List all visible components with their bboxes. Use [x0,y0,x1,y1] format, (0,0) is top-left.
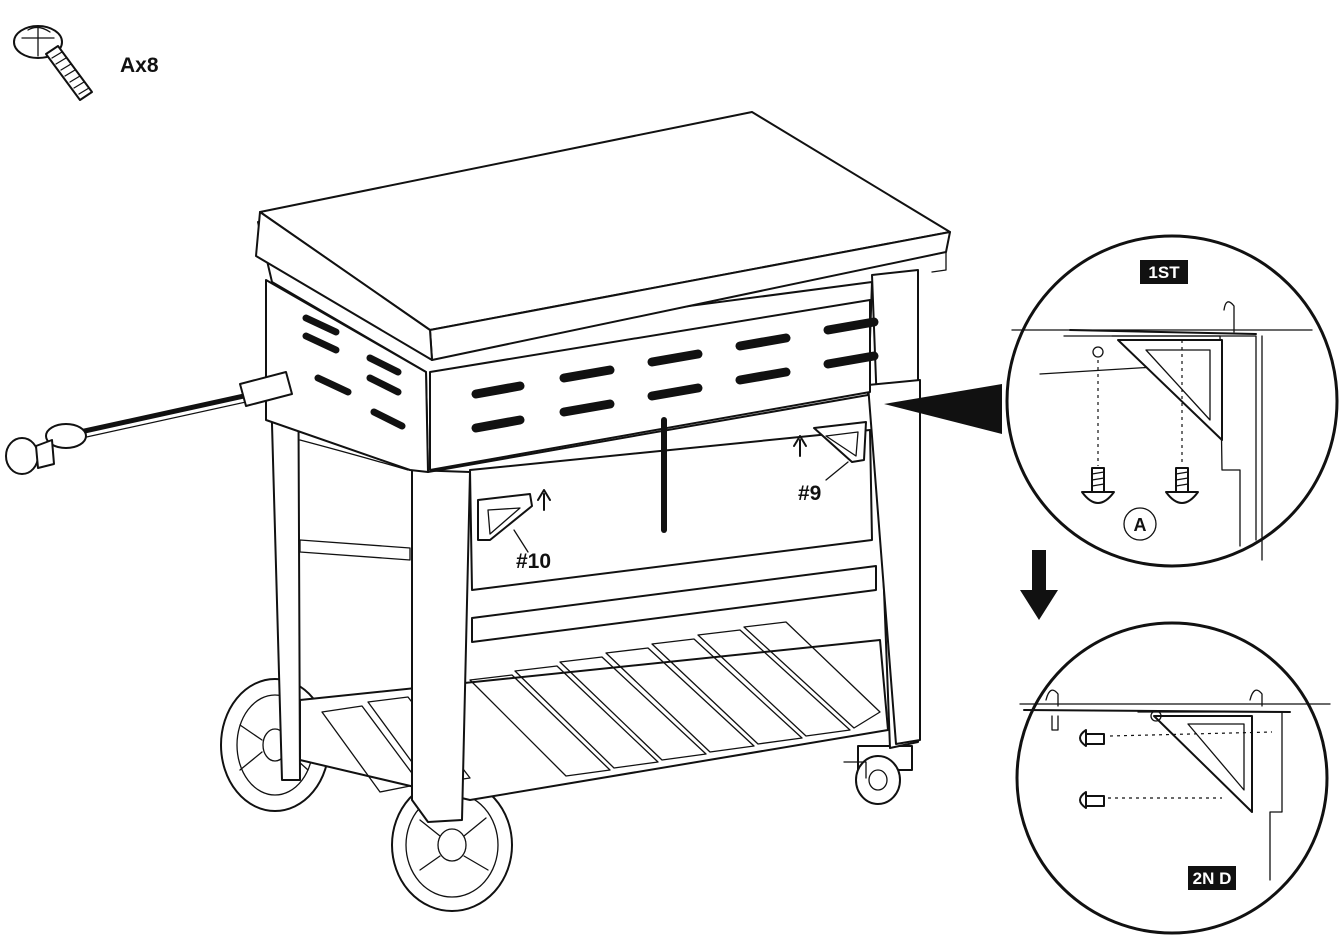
gas-regulator-hose [5,371,293,475]
part-10-label: #10 [516,550,551,573]
bottom-shelf-slats [321,621,881,793]
front-vents [471,317,879,433]
callout-a-circle [1123,507,1157,541]
screw-a-right [1165,467,1199,504]
caster-wheel [843,745,913,805]
bracket-9 [793,421,867,463]
front-right-leg [867,379,921,745]
step-badge-2nd [1188,866,1236,890]
svg-text:1ST: 1ST [1148,263,1180,282]
lower-crossbar [471,565,877,643]
screw-icon [13,25,93,101]
step-badge-1st [1140,260,1188,284]
screw-installed-upper [1079,729,1105,747]
part-9-label: #9 [798,482,821,505]
bottom-shelf-frame [299,639,889,801]
arrow-down-icon [1020,550,1058,620]
callout-a-label: A [1134,515,1147,535]
grill-cart [5,111,951,912]
bracket-10 [477,489,551,541]
callout-pointer [884,384,1002,434]
side-rail [299,539,411,561]
hardware-quantity-label: Ax8 [120,54,159,77]
screw-installed-lower [1079,791,1105,809]
svg-text:2N D: 2N D [1193,869,1232,888]
back-panel [469,429,873,591]
screw-a-left [1081,467,1115,504]
detail-view-2nd: 2N D [1015,621,1331,935]
front-left-leg [411,469,471,823]
detail-view-1st: 1ST A [1005,234,1339,568]
side-vents [302,314,406,430]
